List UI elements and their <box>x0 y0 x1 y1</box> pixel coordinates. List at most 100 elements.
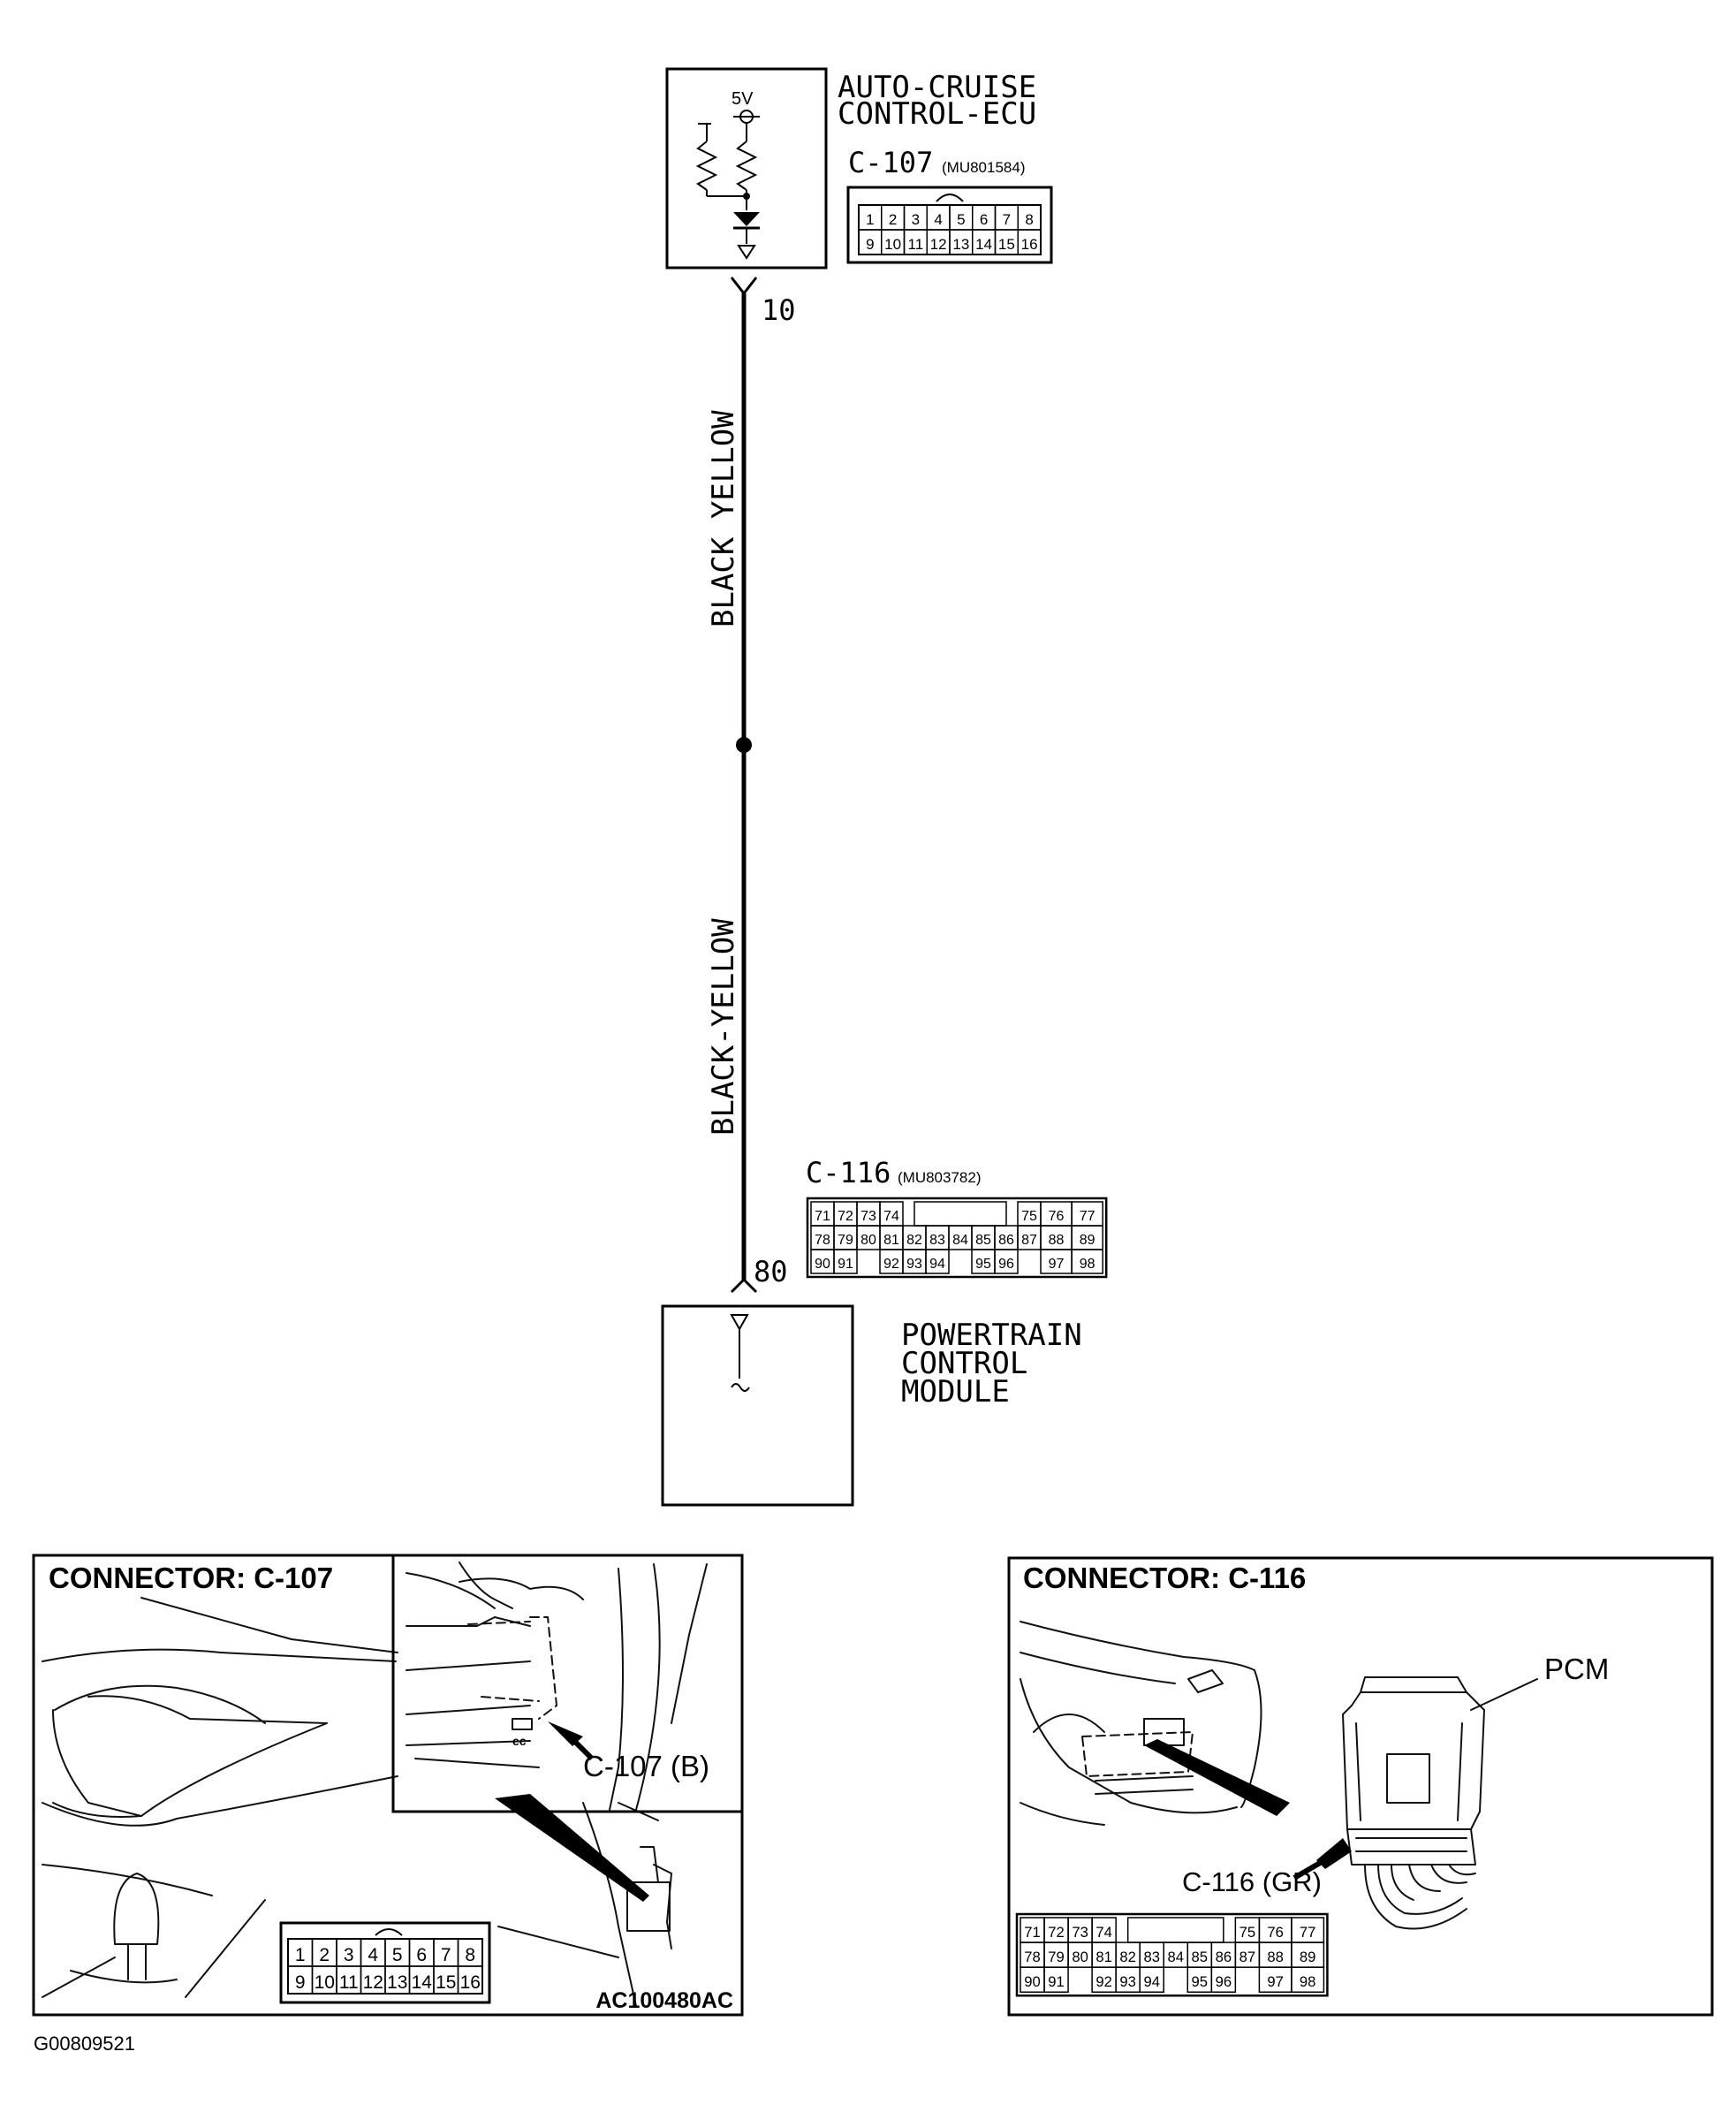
c107-panel-pin-cell <box>457 1965 483 1995</box>
c116-panel-pin-label: 76 <box>1267 1924 1284 1941</box>
c116-pin-label: 89 <box>1080 1233 1095 1248</box>
dashboard-illustration <box>42 1597 672 2007</box>
c116-pin-label: 93 <box>906 1257 922 1272</box>
c116-panel-pin-label: 72 <box>1048 1924 1065 1941</box>
c116-pin-label: 85 <box>975 1233 991 1248</box>
splice-point <box>736 737 752 753</box>
c116-pin-cell <box>994 1249 1019 1274</box>
c116-panel-pin-label: 80 <box>1072 1949 1088 1965</box>
c116-pin-cell <box>925 1249 950 1274</box>
c116-pin-label: 80 <box>860 1233 876 1248</box>
ecu-connector-part: (MU801584) <box>942 159 1026 176</box>
c116-panel-pin-label: 84 <box>1168 1949 1185 1965</box>
c107-pin-label: 8 <box>1025 211 1033 228</box>
c116-panel-pin-label: 92 <box>1095 1973 1112 1990</box>
pointer-wedge <box>1144 1739 1290 1816</box>
inset-callout: C-107 (B) <box>583 1750 709 1782</box>
diode-icon <box>733 212 760 226</box>
c116-panel-pin-label: 90 <box>1024 1973 1041 1990</box>
c107-pin-label: 12 <box>930 236 947 253</box>
panel-right-frame <box>1007 1556 1714 2017</box>
c116-pin-cell <box>1071 1249 1103 1274</box>
c116-panel-pin-label: 73 <box>1072 1924 1088 1941</box>
c116-pin-label: 90 <box>815 1257 830 1272</box>
c107-pin-label: 4 <box>934 211 942 228</box>
c116-panel-pin-cell <box>1210 1966 1237 1993</box>
c107-panel-pin-label: 16 <box>460 1972 481 1993</box>
pcm-title-line3: MODULE <box>901 1374 1010 1410</box>
c107-pin-label: 11 <box>908 236 924 253</box>
c107-pin-label: 1 <box>866 211 874 228</box>
c107-pin-label: 13 <box>952 236 969 253</box>
c116-pin-label: 77 <box>1080 1209 1095 1224</box>
c107-panel-pin-label: 3 <box>344 1945 354 1965</box>
c107-panel-pin-label: 10 <box>315 1972 335 1993</box>
c107-pin-label: 5 <box>957 211 965 228</box>
ecu-title-line2: CONTROL-ECU <box>838 96 1036 132</box>
c116-panel-pin-label: 81 <box>1095 1949 1112 1965</box>
callout-arrow-icon <box>548 1721 583 1746</box>
c116-panel-pin-label: 93 <box>1119 1973 1136 1990</box>
c107-panel-pin-label: 5 <box>392 1945 403 1965</box>
c116-panel-pin-cell <box>1043 1966 1069 1993</box>
c107-panel-pin-label: 11 <box>339 1972 359 1993</box>
c116-panel-pin-label: 83 <box>1143 1949 1160 1965</box>
c107-panel-pin-label: 8 <box>465 1945 475 1965</box>
c107-pin-label: 3 <box>912 211 920 228</box>
c116-panel-pin-label: 71 <box>1024 1924 1041 1941</box>
c107-pin-label: 2 <box>889 211 897 228</box>
terminal-bottom-icon <box>730 1277 758 1294</box>
c116-pin-label: 73 <box>860 1209 876 1224</box>
wire-harness: 10 80 BLACK YELLOW BLACK-YELLOW <box>706 277 796 1294</box>
c116-pin-label: 91 <box>838 1257 853 1272</box>
c116-pin-label: 83 <box>929 1233 945 1248</box>
wire-pin-bottom: 80 <box>754 1255 788 1288</box>
c107-pin-label: 16 <box>1021 236 1038 253</box>
c116-pin-label: 78 <box>815 1233 830 1248</box>
c116-panel-pin-label: 75 <box>1239 1924 1256 1941</box>
c116-pin-label: 75 <box>1021 1209 1037 1224</box>
c107-pin-label: 15 <box>998 236 1015 253</box>
pcm-title-line2: CONTROL <box>901 1346 1027 1381</box>
resistor-left <box>695 141 718 191</box>
panel-right-callout: C-116 (GR) <box>1182 1866 1322 1897</box>
terminal-top-icon <box>730 277 758 296</box>
c107-panel-pin-label: 6 <box>416 1945 427 1965</box>
c116-pin-label: 98 <box>1080 1257 1095 1272</box>
c116-pin-label: 95 <box>975 1257 991 1272</box>
c116-pin-label: 72 <box>838 1209 853 1224</box>
c116-panel-pin-label: 96 <box>1216 1973 1232 1990</box>
c116-pin-label: 81 <box>883 1233 899 1248</box>
pcm-location-illustration <box>1020 1621 1290 1826</box>
powertrain-control-module: POWERTRAIN CONTROL MODULE <box>661 1304 1082 1507</box>
c116-pin-label: 82 <box>906 1233 922 1248</box>
c116-panel-pin-label: 74 <box>1095 1924 1112 1941</box>
ecu-internal-circuit: 5V <box>695 89 760 260</box>
c116-panel-pin-cell <box>1291 1966 1325 1993</box>
c107-pin-label: 6 <box>980 211 988 228</box>
c116-pin-label: 96 <box>998 1257 1014 1272</box>
c116-panel-pin-label: 78 <box>1024 1949 1041 1965</box>
wire-color-upper: BLACK YELLOW <box>706 410 741 627</box>
ground-symbol-icon <box>737 245 756 260</box>
c116-panel-pin-cell <box>1139 1966 1164 1993</box>
c116-panel-pin-label: 82 <box>1119 1949 1136 1965</box>
c107-pin-cell <box>1017 229 1042 255</box>
panel-left-figure-code: AC100480AC <box>595 1988 733 2013</box>
c107-panel-pin-label: 15 <box>436 1972 456 1993</box>
c116-panel-pin-label: 87 <box>1239 1949 1256 1965</box>
c107-panel-pin-label: 14 <box>412 1972 433 1993</box>
c107-pin-label: 9 <box>866 236 874 253</box>
c107-panel-pin-label: 4 <box>368 1945 378 1965</box>
pointer-wedge <box>495 1794 649 1902</box>
c116-panel-pin-label: 94 <box>1143 1973 1160 1990</box>
c116-panel-pin-label: 95 <box>1192 1973 1209 1990</box>
glovebox-shape <box>52 1695 328 1817</box>
ecu-title-line1: AUTO-CRUISE <box>838 70 1036 105</box>
c107-panel-pin-label: 9 <box>295 1972 306 1993</box>
pcm-connector-id: C-116 <box>806 1156 891 1189</box>
c107-pin-label: 14 <box>975 236 992 253</box>
c116-pin-label: 94 <box>929 1257 945 1272</box>
